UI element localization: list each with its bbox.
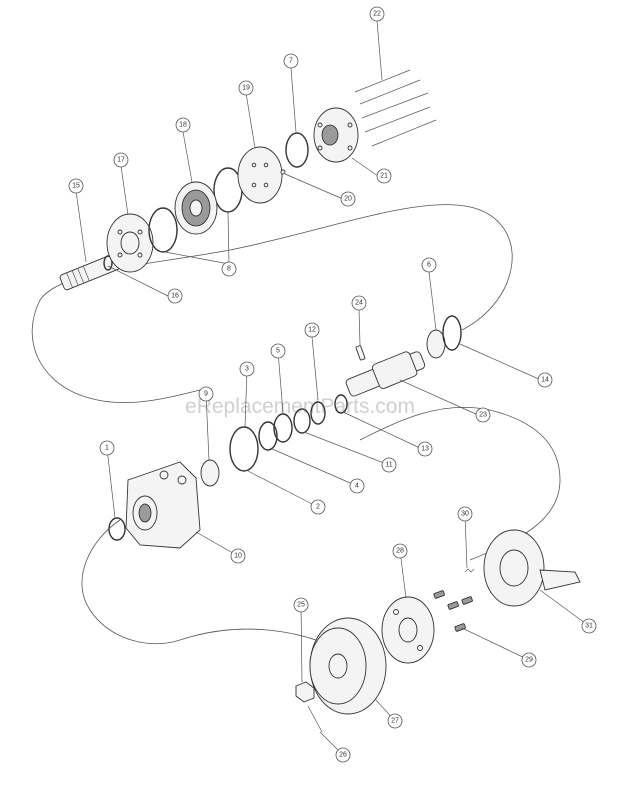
callout-24: 24 bbox=[351, 295, 367, 311]
callout-28: 28 bbox=[392, 543, 408, 559]
svg-text:2: 2 bbox=[316, 504, 320, 511]
svg-text:24: 24 bbox=[355, 300, 363, 307]
svg-text:6: 6 bbox=[427, 262, 431, 269]
part-backup-ring bbox=[258, 421, 278, 451]
part-output-shaft bbox=[345, 351, 426, 397]
part-drive-shaft bbox=[59, 253, 121, 291]
svg-text:29: 29 bbox=[525, 657, 533, 664]
svg-text:21: 21 bbox=[380, 173, 388, 180]
part-brake-assembly bbox=[483, 529, 581, 607]
svg-text:30: 30 bbox=[461, 511, 469, 518]
svg-text:27: 27 bbox=[391, 718, 399, 725]
callout-14: 14 bbox=[537, 372, 553, 388]
callout-18: 18 bbox=[175, 117, 191, 133]
part-ring-12 bbox=[310, 401, 326, 425]
svg-text:11: 11 bbox=[385, 462, 392, 469]
assembly-flow-loop-lower bbox=[81, 406, 561, 651]
callout-26: 26 bbox=[335, 747, 351, 763]
part-o-ring-7 bbox=[285, 132, 309, 168]
part-bushing bbox=[200, 459, 220, 487]
callout-7: 7 bbox=[283, 53, 299, 69]
callout-27: 27 bbox=[387, 713, 403, 729]
svg-text:4: 4 bbox=[355, 483, 359, 490]
part-check-ball bbox=[280, 169, 286, 175]
callout-2: 2 bbox=[310, 499, 326, 515]
svg-text:31: 31 bbox=[585, 623, 593, 630]
svg-text:8: 8 bbox=[227, 266, 231, 273]
svg-text:23: 23 bbox=[479, 412, 487, 419]
callout-6: 6 bbox=[421, 257, 437, 273]
svg-text:20: 20 bbox=[344, 196, 352, 203]
part-wear-plate bbox=[106, 213, 154, 273]
callout-21: 21 bbox=[376, 168, 392, 184]
callout-3: 3 bbox=[239, 361, 255, 377]
callout-11: 11 bbox=[381, 457, 397, 473]
callout-12: 12 bbox=[304, 322, 320, 338]
watermark-text: eReplacementParts.com bbox=[185, 395, 415, 418]
part-bearing bbox=[426, 329, 446, 359]
part-shaft-seal bbox=[108, 517, 126, 541]
callout-22: 22 bbox=[369, 6, 385, 22]
callout-25: 25 bbox=[293, 597, 309, 613]
part-seal-13 bbox=[334, 394, 348, 414]
svg-text:28: 28 bbox=[396, 548, 404, 555]
svg-text:16: 16 bbox=[171, 293, 179, 300]
callout-16: 16 bbox=[167, 288, 183, 304]
part-ring-11 bbox=[293, 408, 311, 434]
part-key bbox=[355, 345, 366, 361]
part-seal-5 bbox=[273, 413, 293, 443]
callout-19: 19 bbox=[238, 80, 254, 96]
part-end-plate bbox=[237, 146, 283, 204]
part-bolts bbox=[354, 69, 437, 147]
svg-text:14: 14 bbox=[541, 377, 549, 384]
assembly-flow-loop-upper bbox=[31, 204, 513, 403]
callout-8: 8 bbox=[221, 261, 237, 277]
callout-31: 31 bbox=[581, 618, 597, 634]
part-gerotor bbox=[174, 181, 218, 235]
svg-text:9: 9 bbox=[204, 391, 208, 398]
svg-text:22: 22 bbox=[373, 11, 381, 18]
svg-text:17: 17 bbox=[117, 157, 125, 164]
part-spring bbox=[464, 568, 475, 573]
callout-1: 1 bbox=[99, 440, 115, 456]
svg-text:19: 19 bbox=[242, 85, 250, 92]
callout-5: 5 bbox=[270, 343, 286, 359]
part-housing bbox=[125, 461, 201, 549]
callout-15: 15 bbox=[68, 178, 84, 194]
callout-9: 9 bbox=[198, 386, 214, 402]
part-o-ring-left bbox=[148, 207, 178, 253]
callout-20: 20 bbox=[340, 191, 356, 207]
svg-text:12: 12 bbox=[308, 327, 316, 334]
callout-29: 29 bbox=[521, 652, 537, 668]
svg-text:15: 15 bbox=[72, 183, 80, 190]
part-cotter-pin bbox=[307, 705, 323, 733]
svg-text:3: 3 bbox=[245, 366, 249, 373]
svg-text:26: 26 bbox=[339, 752, 347, 759]
part-studs bbox=[433, 590, 473, 632]
svg-text:1: 1 bbox=[105, 445, 109, 452]
svg-text:7: 7 bbox=[289, 58, 293, 65]
part-spacer bbox=[103, 255, 113, 271]
svg-text:13: 13 bbox=[421, 446, 429, 453]
callout-10: 10 bbox=[230, 548, 246, 564]
part-o-ring-3 bbox=[229, 426, 259, 472]
callout-17: 17 bbox=[113, 152, 129, 168]
part-end-cap bbox=[313, 107, 359, 163]
part-brake-drum bbox=[309, 617, 387, 715]
part-hub bbox=[381, 596, 435, 664]
callout-30: 30 bbox=[457, 506, 473, 522]
callout-23: 23 bbox=[475, 407, 491, 423]
part-castle-nut bbox=[295, 681, 315, 703]
callout-13: 13 bbox=[417, 441, 433, 457]
svg-text:18: 18 bbox=[179, 122, 187, 129]
callout-4: 4 bbox=[349, 478, 365, 494]
svg-text:25: 25 bbox=[297, 602, 305, 609]
svg-text:5: 5 bbox=[276, 348, 280, 355]
svg-text:10: 10 bbox=[234, 553, 242, 560]
part-thrust-washer bbox=[442, 315, 462, 351]
